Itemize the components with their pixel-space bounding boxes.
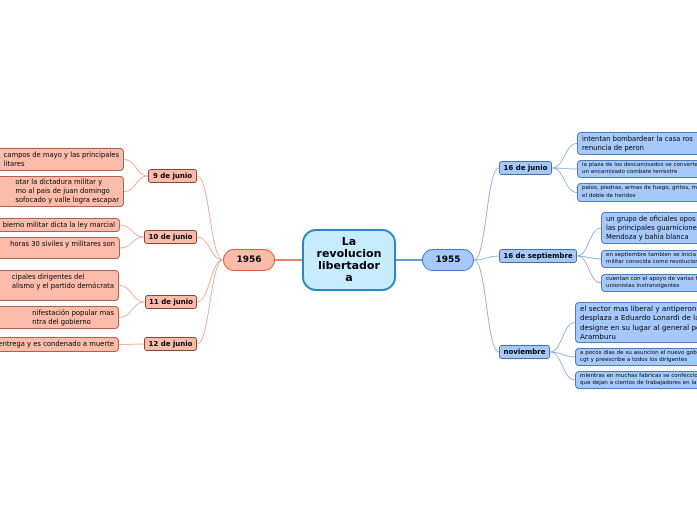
date-node-10-junio[interactable]: 10 de junio [144,230,197,244]
note-text: intentan bombardear la casa ros renuncia… [582,134,693,152]
note-text: palos, piedras, armas de fuego, gritos, … [582,185,697,199]
date-label: 9 de junio [152,172,193,180]
link-1955-16-junio [473,167,500,261]
note-text: entrega y es condenado a muerte [0,340,114,348]
note-16-junio-2[interactable]: la plaza de los descamisados se converte… [577,160,697,178]
date-node-16-junio[interactable]: 16 de junio [499,161,552,175]
link-12-junio-note-1 [118,343,145,345]
note-text: cuentan con el apoyo de varias f unionis… [606,275,697,290]
date-label: 16 de septiembre [503,252,573,260]
note-text: nifestación popular mas ntra del gobiern… [32,308,114,326]
link-1956-12-junio [196,259,224,345]
year-node-1956[interactable]: 1956 [223,249,275,271]
link-1956-10-junio [196,236,224,261]
note-text: campos de mayo y las principales litares [3,150,119,168]
link-9-junio-note-1 [123,159,149,177]
note-text: en septiembre tambien se inicia militar … [606,251,697,266]
link-16-junio-note-1 [551,143,578,169]
date-label: 16 de junio [503,164,548,172]
link-1955-16-septiembre [473,255,500,261]
date-node-16-septiembre[interactable]: 16 de septiembre [499,249,577,263]
note-noviembre-2[interactable]: a pocos dias de su asuncion el nuevo gob… [575,348,697,366]
year-node-1955[interactable]: 1955 [422,249,474,271]
note-text: bierno militar dicta la ley marcial [2,220,115,229]
note-text: horas 30 siviles y militares son [10,240,115,248]
note-text: a pocos dias de su asuncion el nuevo gob… [580,349,697,364]
year-label: 1955 [435,255,461,265]
link-10-junio-note-1 [119,224,145,238]
date-label: 10 de junio [148,233,193,241]
note-10-junio-2[interactable]: horas 30 siviles y militares son [0,237,120,259]
note-text: otar la dictadura militar y mo al pais d… [15,178,119,204]
link-16-septiembre-note-1 [576,227,602,257]
date-node-12-junio[interactable]: 12 de junio [144,337,197,351]
link-1956-11-junio [196,259,224,303]
link-1956-9-junio [196,175,224,261]
link-11-junio-note-1 [118,285,146,303]
date-label: noviembre [503,348,546,356]
year-label: 1956 [236,255,262,265]
note-11-junio-2[interactable]: nifestación popular mas ntra del gobiern… [0,306,119,329]
note-16-septiembre-3[interactable]: cuentan con el apoyo de varias f unionis… [601,274,697,292]
link-16-junio-note-2 [551,167,578,170]
note-16-junio-1[interactable]: intentan bombardear la casa ros renuncia… [577,132,697,155]
note-11-junio-1[interactable]: cipales dirigentes del alismo y el parti… [0,270,119,301]
note-text: un grupo de oficiales opos las principal… [606,214,697,241]
note-16-septiembre-2[interactable]: en septiembre tambien se inicia militar … [601,250,697,268]
link-noviembre-note-3 [549,351,576,381]
link-11-junio-note-2 [118,301,146,318]
date-node-9-junio[interactable]: 9 de junio [148,169,197,183]
link-16-septiembre-note-3 [576,255,602,284]
date-label: 12 de junio [148,340,193,348]
link-10-junio-note-2 [119,236,145,249]
note-noviembre-3[interactable]: mientras en muchas fabricas se confeccio… [575,371,697,389]
date-node-11-junio[interactable]: 11 de junio [145,295,197,309]
central-topic-label: La revolucion libertador a [316,235,382,284]
note-text: cipales dirigentes del alismo y el parti… [11,273,114,290]
note-text: mientras en muchas fabricas se confeccio… [580,372,697,387]
link-1955-noviembre [473,259,500,353]
note-16-junio-3[interactable]: palos, piedras, armas de fuego, gritos, … [577,183,697,202]
link-16-junio-note-3 [551,167,578,193]
date-label: 11 de junio [149,298,193,306]
date-node-noviembre[interactable]: noviembre [499,345,550,359]
note-16-septiembre-1[interactable]: un grupo de oficiales opos las principal… [601,212,697,244]
note-text: la plaza de los descamisados se converte… [582,161,697,176]
note-10-junio-1[interactable]: bierno militar dicta la ley marcial [0,218,120,232]
note-9-junio-1[interactable]: campos de mayo y las principales litares [0,148,124,171]
note-9-junio-2[interactable]: otar la dictadura militar y mo al pais d… [0,176,124,207]
link-noviembre-note-1 [549,322,576,353]
link-9-junio-note-2 [123,175,149,192]
note-text: el sector mas liberal y antiperonis desp… [580,303,697,342]
central-topic[interactable]: La revolucion libertador a [302,229,396,291]
link-16-septiembre-note-2 [576,255,602,260]
note-noviembre-1[interactable]: el sector mas liberal y antiperonis desp… [575,302,697,343]
note-12-junio-1[interactable]: entrega y es condenado a muerte [0,337,119,352]
